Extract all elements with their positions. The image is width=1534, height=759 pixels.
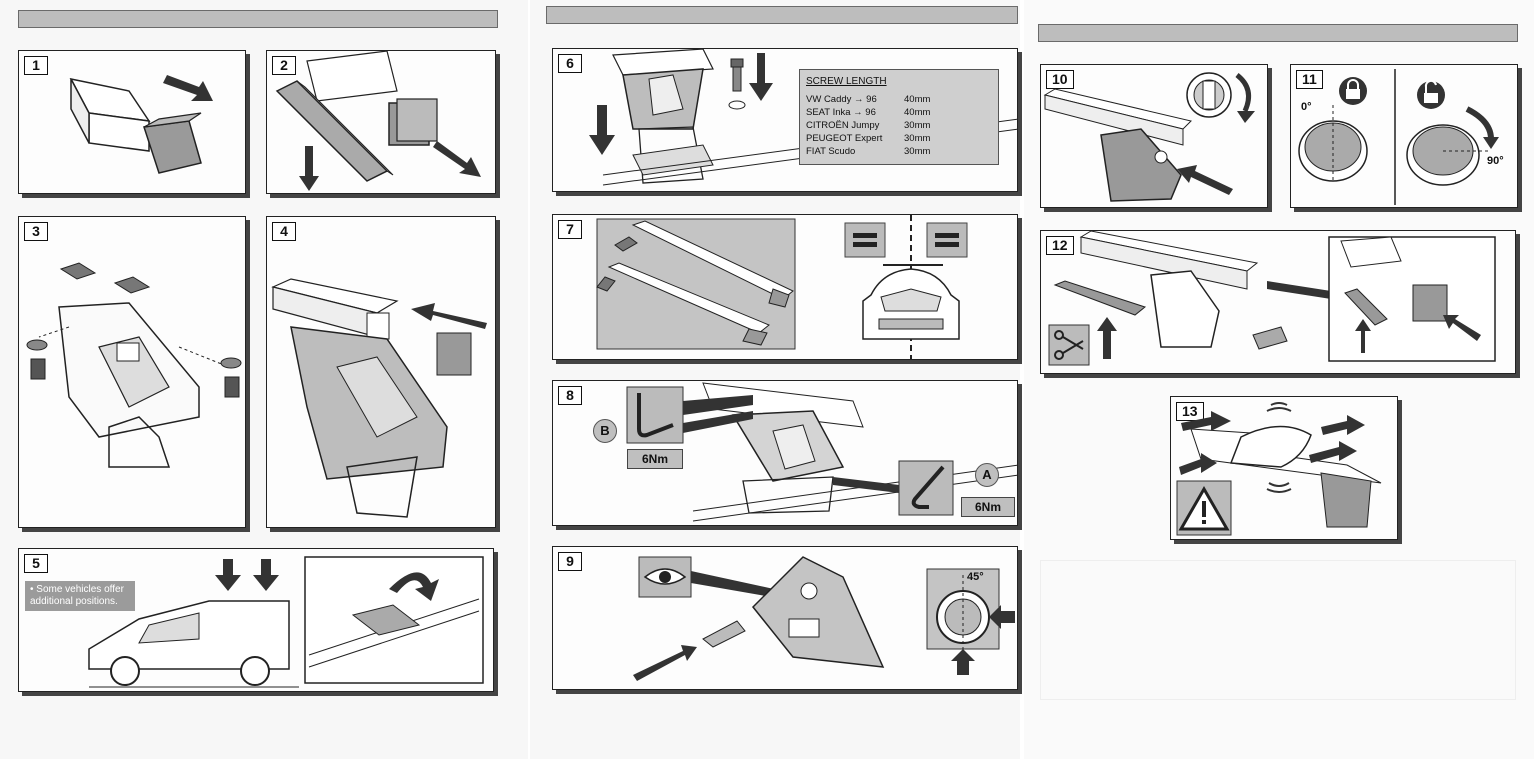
label-b-badge: B (593, 419, 617, 443)
step-number: 8 (558, 386, 582, 405)
screw-length-table: SCREW LENGTH VW Caddy → 96 40mm SEAT Ink… (799, 69, 999, 165)
arrow-icon (1181, 411, 1231, 431)
arrow-icon (1177, 165, 1233, 195)
step-number: 2 (272, 56, 296, 75)
step-3-panel: 3 (18, 216, 246, 528)
screw-icon (730, 58, 744, 92)
step-9-panel: 9 45° (552, 546, 1018, 690)
step-number: 5 (24, 554, 48, 573)
arrow-icon (215, 559, 241, 591)
angle-90-label: 90° (1487, 155, 1504, 167)
arrow-icon (633, 645, 697, 681)
step-number: 3 (24, 222, 48, 241)
arrow-icon (989, 605, 1015, 629)
screw-row-vehicle: FIAT Scudo (806, 146, 856, 157)
screw-icon (220, 357, 242, 398)
screw-icon (26, 339, 48, 380)
hex-key-icon (637, 393, 674, 438)
arrow-icon (1443, 315, 1481, 341)
bar-end-illustration (69, 75, 213, 174)
warning-icon (1178, 485, 1230, 531)
torque-b-label: 6Nm (627, 449, 683, 469)
step-number: 6 (558, 54, 582, 73)
bar-mounted-bracket-illustration (271, 278, 487, 518)
end-cap-lock-illustration (633, 556, 1015, 681)
eye-icon (643, 568, 687, 585)
arrow-icon (1097, 317, 1117, 359)
scissors-icon (1054, 330, 1084, 360)
step-number: 12 (1046, 236, 1074, 255)
arrow-icon (299, 146, 319, 191)
label-a-badge: A (975, 463, 999, 487)
screw-row-vehicle: VW Caddy → 96 (806, 94, 877, 105)
step-5-panel: 5 • Some vehicles offer additional posit… (18, 548, 494, 692)
arrow-icon (1309, 441, 1357, 463)
screw-row-length: 30mm (904, 120, 931, 131)
arrow-icon (433, 141, 481, 177)
angle-45-label: 45° (967, 571, 984, 583)
arrow-icon (163, 75, 213, 101)
step-number: 4 (272, 222, 296, 241)
lock-insert-illustration (1043, 72, 1255, 202)
arrow-icon (1355, 319, 1371, 353)
screw-length-title: SCREW LENGTH (806, 76, 887, 87)
step-number: 9 (558, 552, 582, 571)
van-illustration (88, 556, 484, 688)
arrow-icon (1321, 415, 1365, 435)
van-icon (88, 600, 299, 688)
step-1-panel: 1 (18, 50, 246, 194)
step-6-panel: 6 SCREW LENGTH VW Caddy → 96 40mm SEAT I… (552, 48, 1018, 192)
arrow-icon (1179, 453, 1217, 475)
torque-illustration (626, 382, 1017, 522)
equals-icon (926, 222, 968, 258)
lock-icon (1339, 77, 1367, 105)
middle-header-bar (546, 6, 1018, 24)
screw-row-length: 40mm (904, 107, 931, 118)
step-number: 7 (558, 220, 582, 239)
arrow-icon (951, 649, 975, 675)
step-number: 10 (1046, 70, 1074, 89)
left-header-bar (18, 10, 498, 28)
lock-rotation-illustration (1298, 69, 1499, 205)
screw-row-length: 30mm (904, 133, 931, 144)
step-11-panel: 11 0° 90° (1290, 64, 1518, 208)
car-front-icon (862, 264, 960, 340)
safety-check-illustration (1176, 402, 1382, 536)
faded-background-panel (1040, 560, 1516, 700)
step-8-panel: 8 B 6Nm A 6Nm (552, 380, 1018, 526)
step-number: 1 (24, 56, 48, 75)
arrow-icon (411, 303, 487, 329)
step-number: 11 (1296, 70, 1323, 89)
step-7-panel: 7 (552, 214, 1018, 360)
torque-a-label: 6Nm (961, 497, 1015, 517)
screw-row-vehicle: SEAT Inka → 96 (806, 107, 876, 118)
bracket-assembly-illustration (26, 262, 242, 468)
step-12-panel: 12 (1040, 230, 1516, 374)
screw-row-length: 40mm (904, 94, 931, 105)
strip-and-cap-illustration (1048, 231, 1496, 366)
step-5-note: • Some vehicles offer additional positio… (25, 581, 135, 611)
arrow-icon (749, 53, 773, 101)
unlock-icon (1417, 79, 1445, 109)
step-13-panel: 13 (1170, 396, 1398, 540)
equals-icon (844, 222, 886, 258)
arrow-icon (253, 559, 279, 591)
step-10-panel: 10 (1040, 64, 1268, 208)
screw-row-vehicle: CITROËN Jumpy (806, 120, 880, 131)
screw-row-length: 30mm (904, 146, 931, 157)
rubber-strip-illustration (275, 51, 481, 191)
hex-key-icon (911, 465, 945, 509)
screw-row-vehicle: PEUGEOT Expert (806, 133, 883, 144)
right-header-bar (1038, 24, 1518, 42)
step-2-panel: 2 (266, 50, 496, 194)
step-4-panel: 4 (266, 216, 496, 528)
arrow-icon (589, 105, 615, 155)
step-number: 13 (1176, 402, 1204, 421)
angle-0-label: 0° (1301, 101, 1312, 113)
bar-placement-illustration (596, 215, 968, 359)
